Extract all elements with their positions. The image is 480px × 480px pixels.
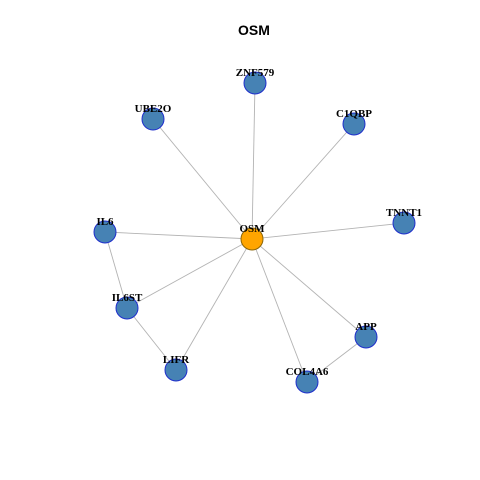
node-label-il6st: IL6ST [112,292,143,304]
node-label-tnnt1: TNNT1 [386,207,422,219]
edge-osm-ube2o [152,118,253,240]
edge-osm-app [251,238,367,338]
node-label-il6: IL6 [96,216,114,228]
node-label-c1qbp: C1QBP [336,108,372,120]
edge-osm-tnnt1 [251,222,405,240]
node-znf579[interactable] [243,71,267,95]
edge-il6-il6st [104,231,128,309]
nodes-layer [93,71,416,394]
edge-osm-col4a6 [251,238,308,383]
node-il6st[interactable] [115,296,139,320]
node-lifr[interactable] [164,358,188,382]
node-c1qbp[interactable] [342,112,366,136]
edge-app-col4a6 [306,336,367,383]
node-il6[interactable] [93,220,117,244]
edge-osm-c1qbp [251,123,355,240]
node-label-znf579: ZNF579 [236,67,275,79]
node-col4a6[interactable] [295,370,319,394]
node-label-app: APP [355,321,377,333]
node-ube2o[interactable] [141,107,165,131]
edge-il6st-lifr [126,307,177,371]
diagram-title: OSM [238,22,270,38]
node-label-osm: OSM [239,223,265,235]
node-osm[interactable] [240,227,264,251]
edge-osm-il6st [126,238,253,309]
edges-layer [104,82,405,383]
node-label-ube2o: UBE2O [135,103,172,115]
edge-osm-lifr [175,238,253,371]
node-label-col4a6: COL4A6 [286,366,329,378]
node-app[interactable] [354,325,378,349]
node-tnnt1[interactable] [392,211,416,235]
edge-osm-znf579 [251,82,256,240]
edge-osm-il6 [104,231,253,240]
node-label-lifr: LIFR [163,354,190,366]
